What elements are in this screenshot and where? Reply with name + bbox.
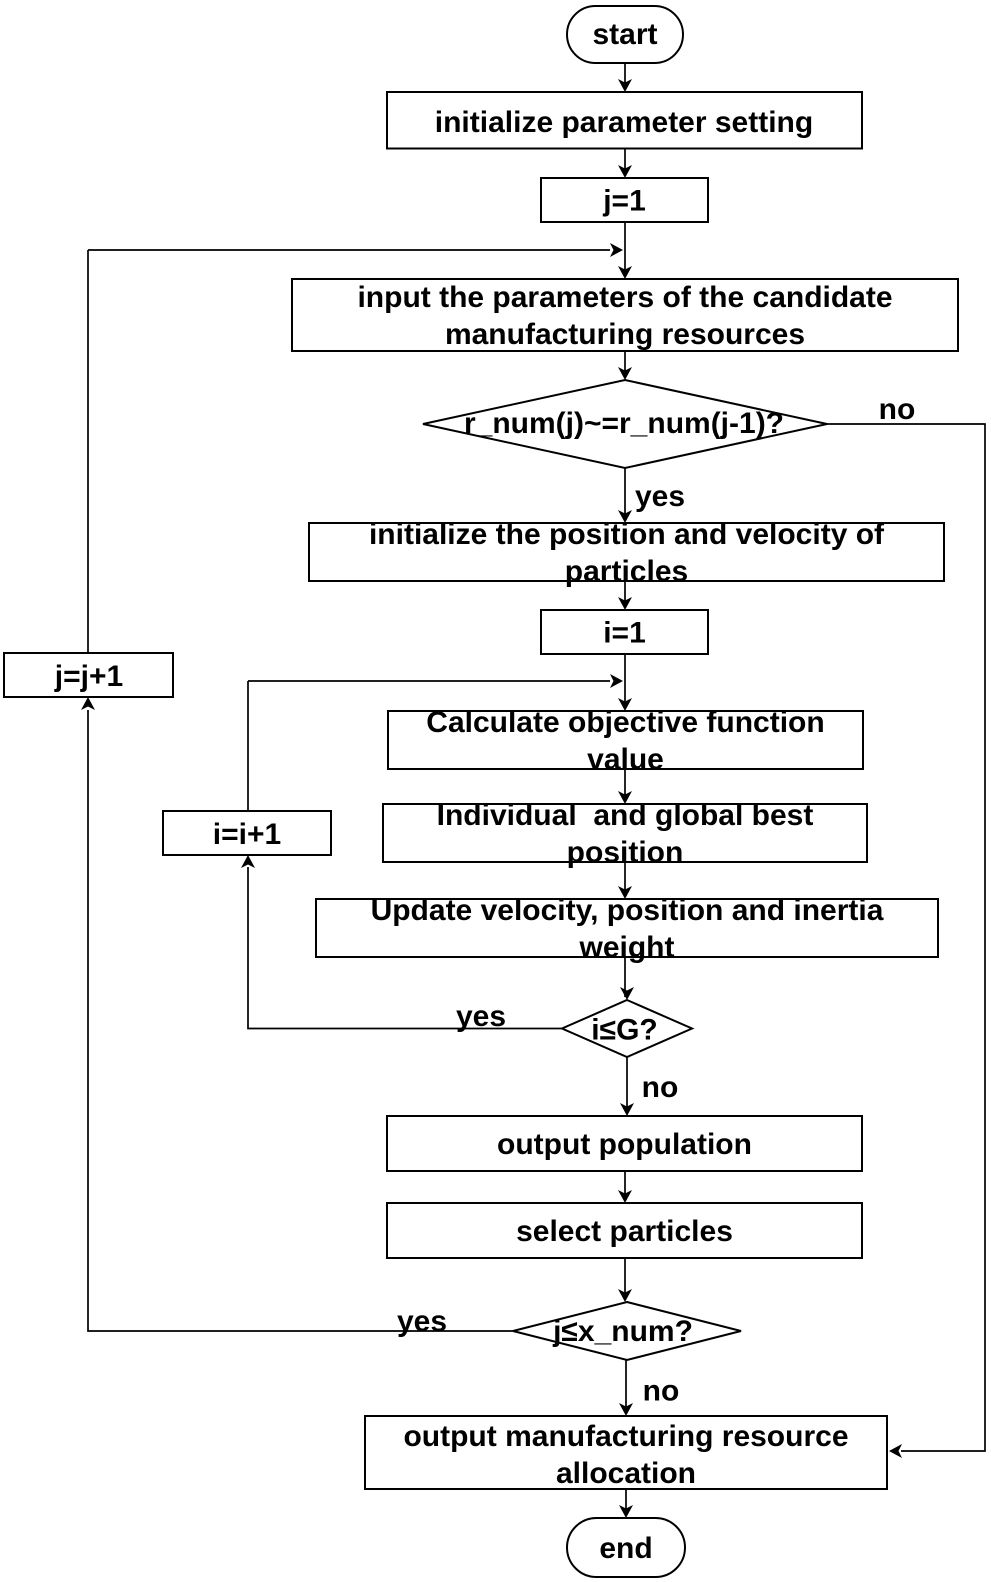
svg-text:weight: weight (579, 931, 675, 964)
svg-text:no: no (642, 1071, 679, 1104)
svg-text:no: no (879, 393, 916, 426)
svg-text:i=1: i=1 (603, 617, 646, 650)
svg-text:yes: yes (456, 1000, 506, 1033)
svg-text:allocation: allocation (556, 1457, 696, 1490)
svg-text:j=j+1: j=j+1 (54, 660, 123, 693)
svg-text:value: value (587, 743, 664, 776)
svg-text:yes: yes (397, 1305, 447, 1338)
svg-text:start: start (592, 18, 657, 51)
svg-text:r_num(j)~=r_num(j-1)?: r_num(j)~=r_num(j-1)? (464, 407, 784, 440)
svg-text:i=i+1: i=i+1 (213, 818, 281, 851)
svg-text:initialize parameter setting: initialize parameter setting (435, 106, 813, 139)
svg-text:end: end (599, 1532, 652, 1565)
svg-text:initialize the position and ve: initialize the position and velocity of (369, 518, 885, 551)
svg-text:Calculate objective function: Calculate objective function (426, 706, 824, 739)
svg-text:no: no (643, 1375, 680, 1408)
svg-text:j≤x_num?: j≤x_num? (552, 1315, 693, 1348)
svg-text:j=1: j=1 (602, 185, 646, 218)
svg-text:output population: output population (497, 1128, 752, 1161)
svg-text:yes: yes (635, 480, 685, 513)
svg-text:output manufacturing resource: output manufacturing resource (403, 1420, 848, 1453)
svg-text:Update velocity, position and: Update velocity, position and inertia (371, 894, 884, 927)
svg-text:Individual and global best: Individual and global best (437, 799, 814, 832)
svg-text:select particles: select particles (516, 1215, 733, 1248)
svg-text:i≤G?: i≤G? (591, 1014, 657, 1047)
svg-text:input the parameters of the ca: input the parameters of the candidate (357, 281, 892, 314)
svg-text:manufacturing resources: manufacturing resources (445, 318, 805, 351)
svg-text:position: position (567, 836, 684, 869)
svg-text:particles: particles (565, 555, 688, 588)
